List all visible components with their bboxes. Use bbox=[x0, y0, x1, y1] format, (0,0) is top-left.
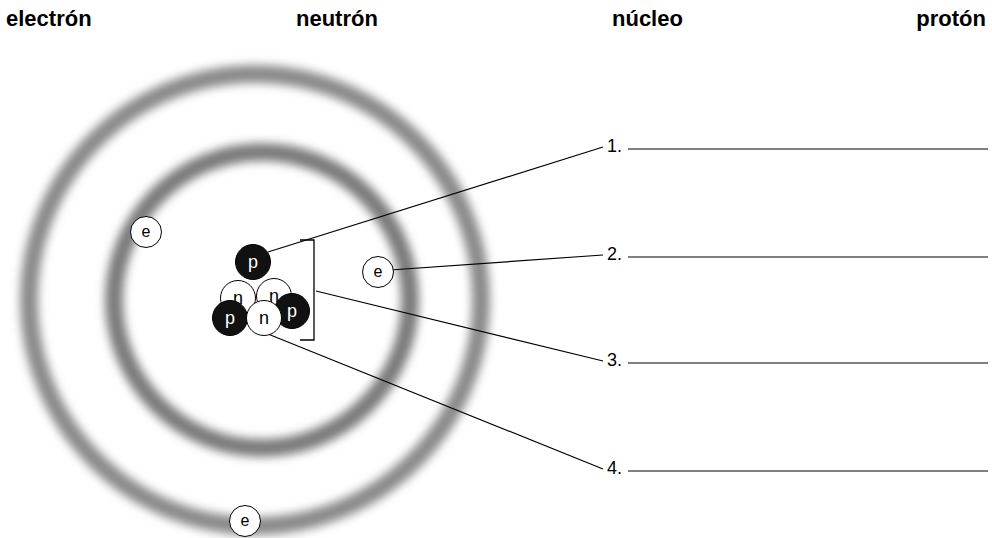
callout-number: 3. bbox=[607, 350, 622, 372]
particle-letter: e bbox=[142, 224, 151, 240]
electron-particle: e bbox=[229, 505, 261, 537]
particle-letter: n bbox=[259, 309, 269, 327]
word-bank-term: electrón bbox=[6, 6, 92, 32]
particle-letter: p bbox=[225, 309, 235, 327]
callout-number: 4. bbox=[607, 458, 622, 480]
word-bank-term: protón bbox=[916, 6, 986, 32]
leader-line bbox=[268, 334, 603, 469]
callout-number: 2. bbox=[607, 244, 622, 266]
leader-line bbox=[390, 255, 603, 270]
leader-line bbox=[268, 147, 603, 252]
particle-letter: p bbox=[287, 302, 297, 320]
particle-letter: e bbox=[374, 264, 383, 280]
word-bank-term: núcleo bbox=[612, 6, 683, 32]
leader-line bbox=[316, 291, 603, 361]
callout-number: 1. bbox=[607, 136, 622, 158]
word-bank-term: neutrón bbox=[296, 6, 378, 32]
proton-particle: p bbox=[235, 244, 271, 280]
neutron-particle: n bbox=[246, 300, 282, 336]
answer-line bbox=[628, 256, 988, 257]
particle-letter: p bbox=[248, 253, 258, 271]
electron-particle: e bbox=[130, 216, 162, 248]
answer-line bbox=[628, 148, 988, 149]
answer-line bbox=[628, 362, 988, 363]
outer-orbit bbox=[29, 74, 481, 526]
answer-line bbox=[628, 470, 988, 471]
inner-orbit bbox=[114, 152, 410, 448]
proton-particle: p bbox=[212, 300, 248, 336]
electron-particle: e bbox=[362, 256, 394, 288]
particle-letter: e bbox=[241, 513, 250, 529]
